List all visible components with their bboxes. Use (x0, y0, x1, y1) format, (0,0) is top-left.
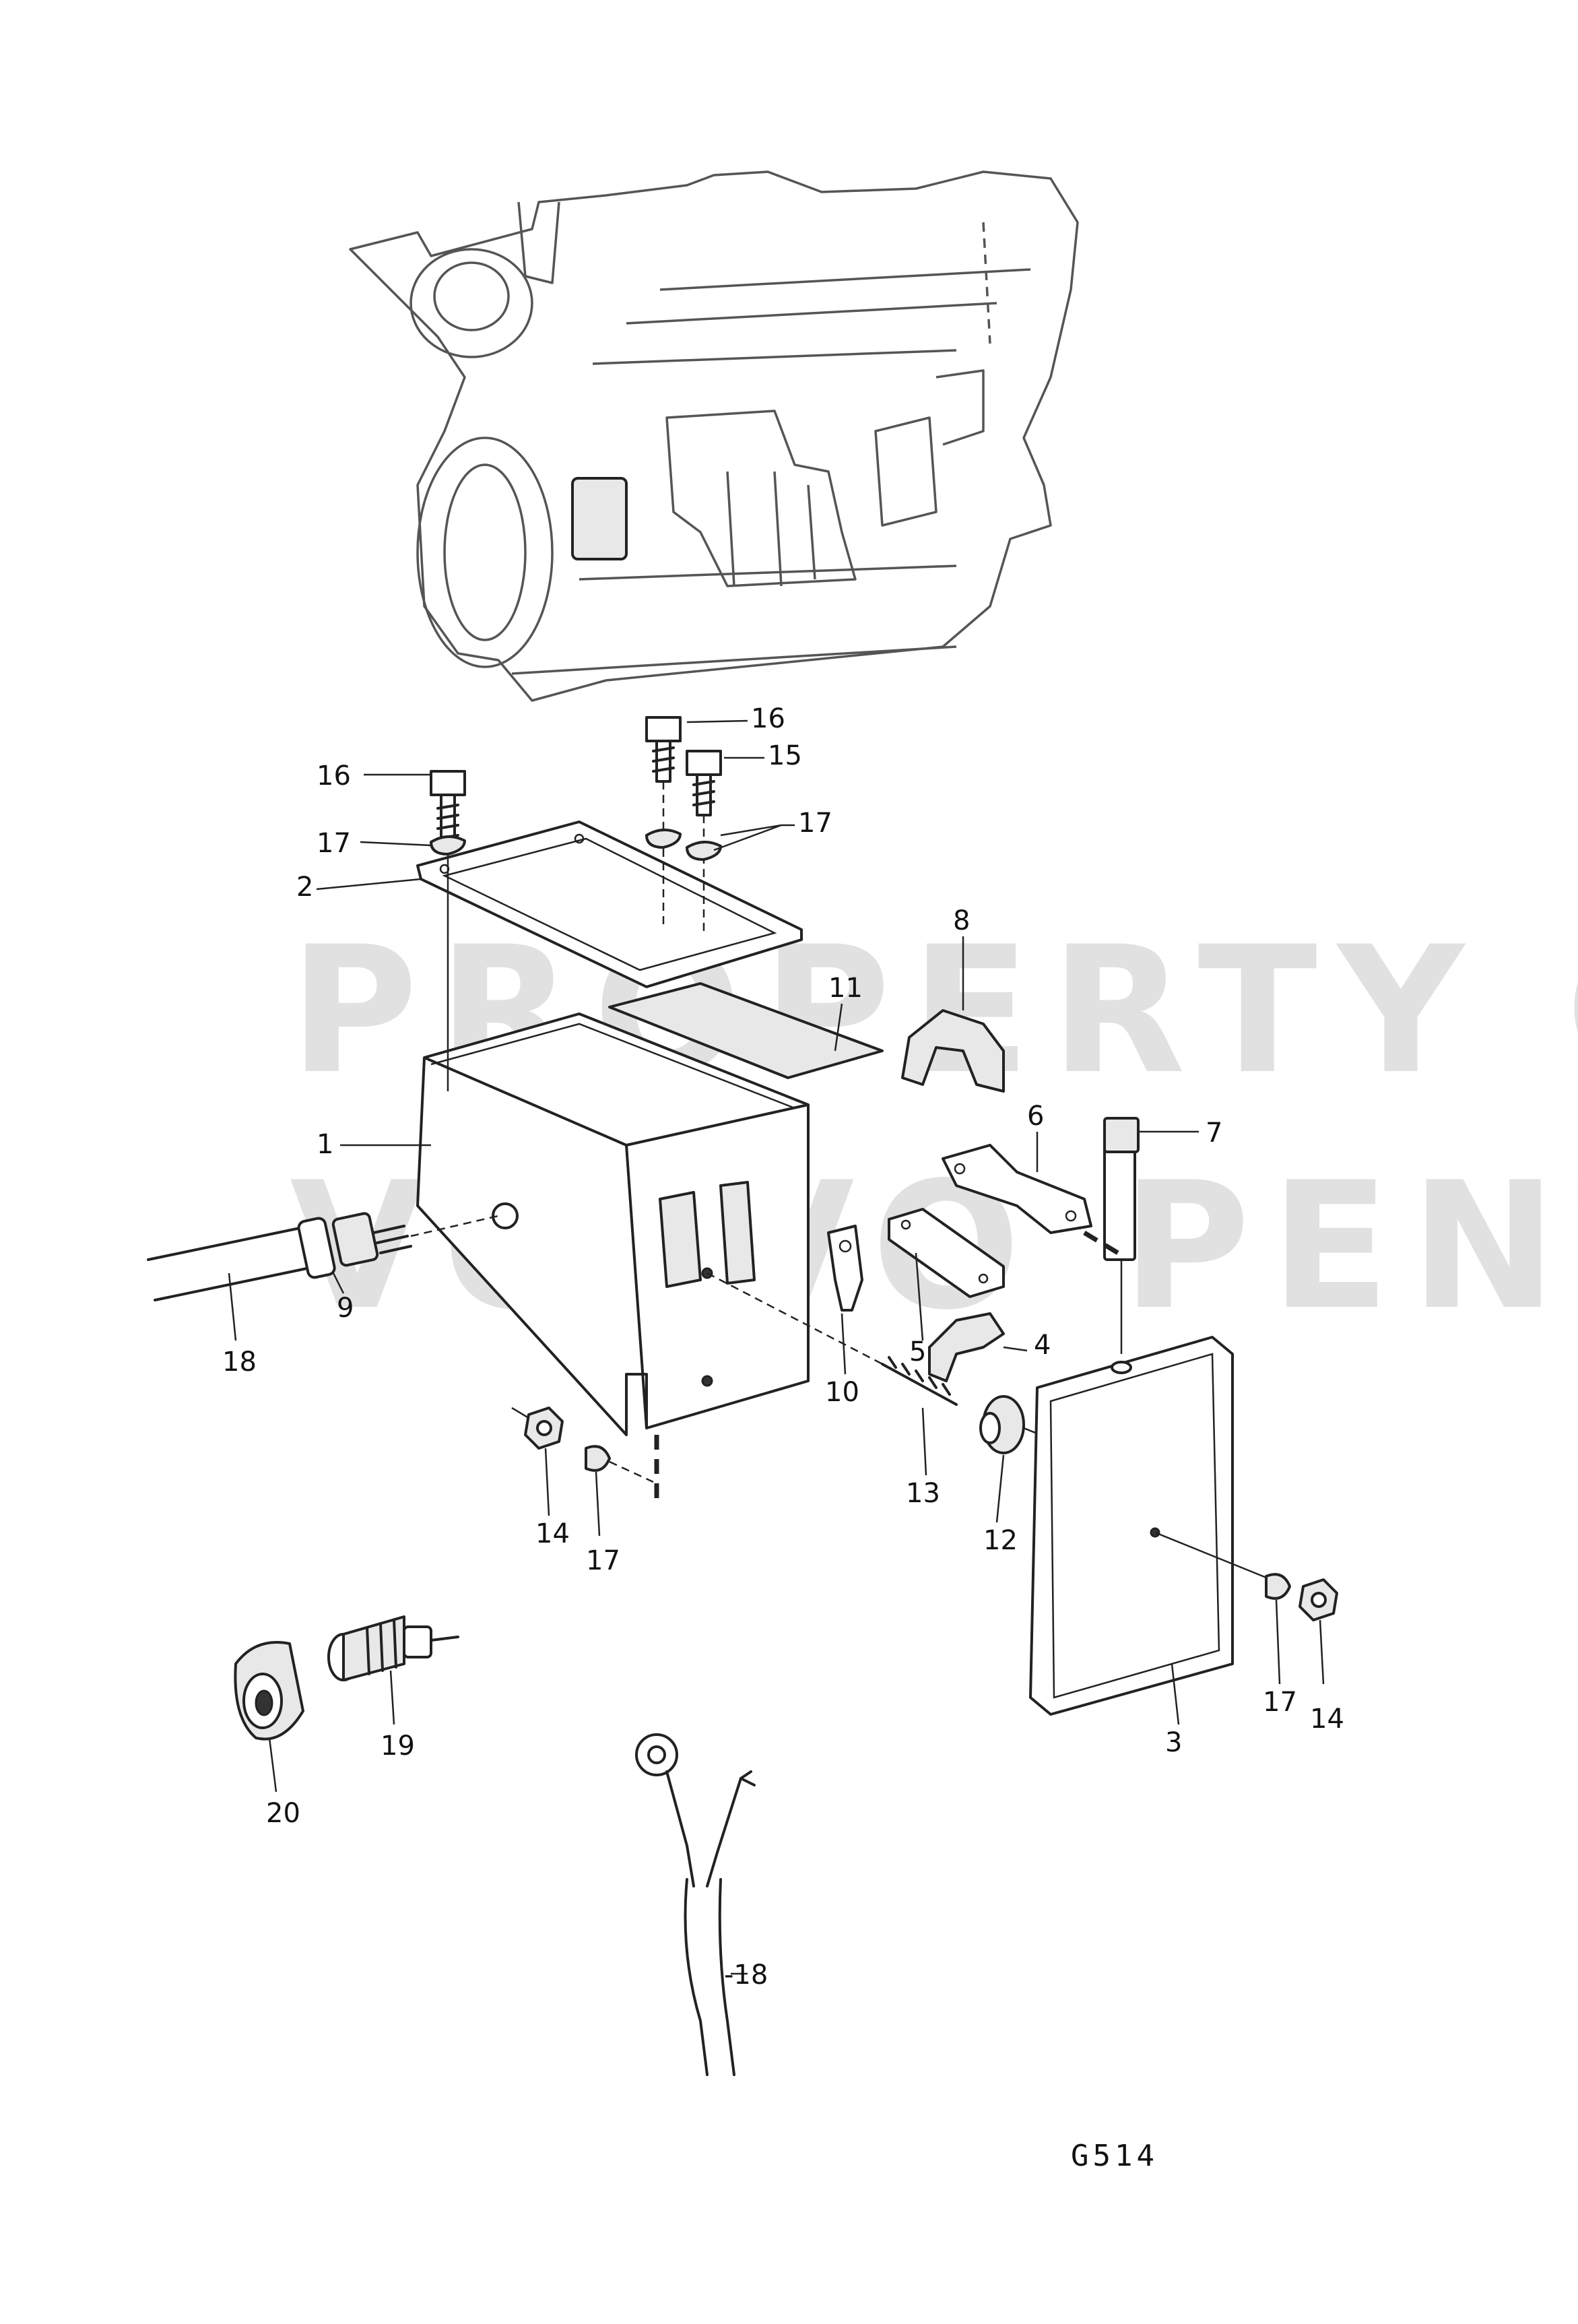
clip-7 (1083, 1117, 1140, 1354)
leader-lines (228, 719, 1325, 1975)
callout-10: 10 (825, 1377, 859, 1408)
callout-4: 4 (1034, 1330, 1051, 1361)
callout-17: 17 (317, 828, 351, 859)
callout-17: 17 (798, 808, 832, 839)
cable-18 (635, 1733, 756, 2076)
callout-labels: 16 17 2 16 15 17 11 8 1 6 7 9 18 5 10 4 … (222, 703, 1344, 1991)
cable-gland (147, 1212, 499, 1301)
washer-17-right (1265, 1573, 1291, 1600)
washers-17-top (430, 829, 722, 861)
callout-18: -18 (724, 1960, 768, 1991)
washer-17-left (585, 1435, 659, 1502)
callout-16: 16 (751, 703, 785, 734)
callout-14: 14 (535, 1518, 570, 1549)
callout-13: 13 (906, 1478, 940, 1509)
callout-17: 17 (1263, 1687, 1297, 1718)
lid-3 (1029, 1336, 1280, 1716)
elbow-4 (928, 1312, 1005, 1382)
callout-6: 6 (1027, 1101, 1044, 1132)
callout-9: 9 (337, 1293, 354, 1324)
callout-15: 15 (768, 740, 802, 771)
callout-1: 1 (317, 1129, 333, 1160)
engine-outline (349, 170, 1079, 702)
figure-code: G514 (1071, 2139, 1158, 2173)
callout-11: 11 (828, 973, 863, 1004)
terminal-10 (827, 1225, 863, 1312)
gasket (608, 982, 884, 1079)
spacer-12 (979, 1395, 1058, 1454)
bar-5 (888, 1208, 1005, 1298)
junction-box (416, 1012, 810, 1436)
callout-16: 16 (317, 761, 351, 792)
callout-19: 19 (381, 1731, 415, 1762)
callout-5: 5 (909, 1336, 926, 1367)
callout-7: 7 (1206, 1118, 1222, 1149)
cap-20 (234, 1641, 304, 1741)
stud-13 (706, 1272, 958, 1406)
callout-17: 17 (586, 1545, 620, 1576)
bolt-16-center (645, 716, 682, 930)
callout-2: 2 (296, 872, 313, 903)
bracket-8 (901, 1009, 1005, 1093)
callout-3: 3 (1165, 1727, 1182, 1758)
nut-14-left (511, 1407, 564, 1450)
callout-20: 20 (266, 1798, 300, 1829)
callout-8: 8 (953, 905, 970, 936)
nut-14-right (1298, 1578, 1338, 1621)
strap-6 (942, 1144, 1092, 1234)
callout-14: 14 (1310, 1704, 1344, 1735)
switch-19 (327, 1615, 459, 1681)
callout-18: 18 (222, 1347, 257, 1378)
bolt-15 (686, 750, 722, 936)
callout-12: 12 (983, 1525, 1018, 1556)
